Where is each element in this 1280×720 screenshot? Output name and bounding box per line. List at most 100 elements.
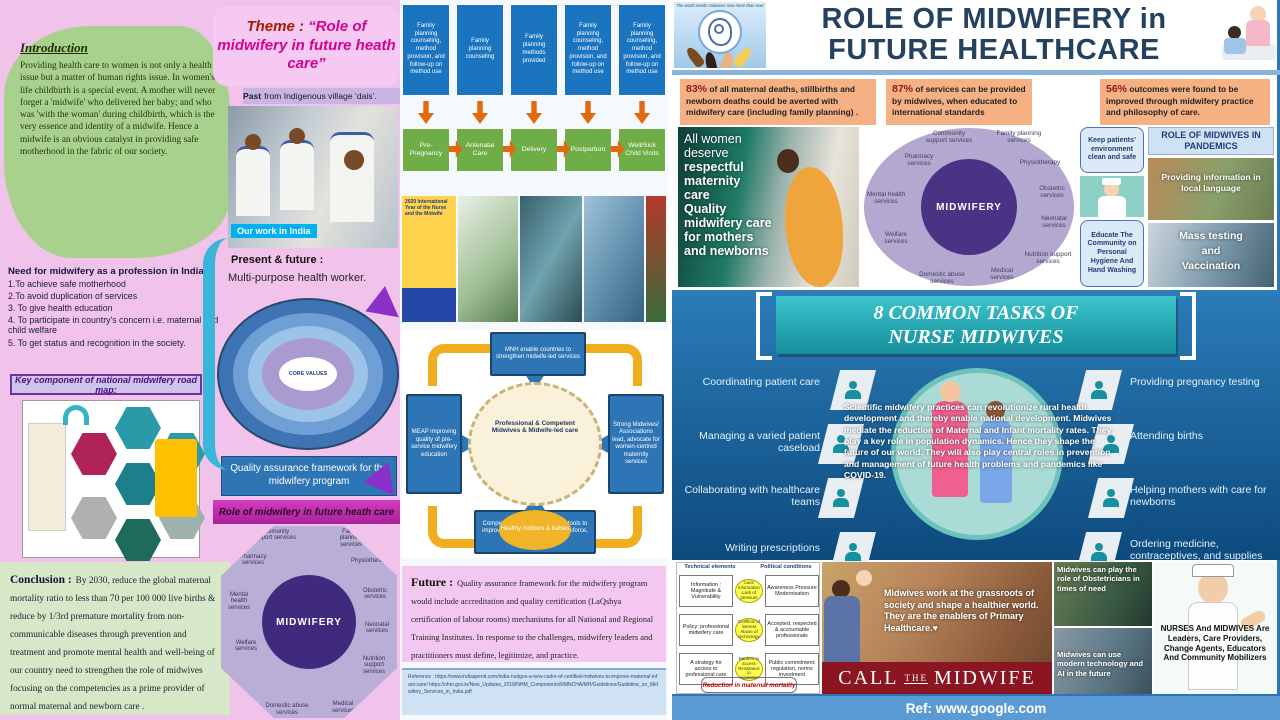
wheel-label: Neonatal services — [364, 622, 390, 635]
need-section: Need for midwifery as a profession in In… — [8, 266, 228, 348]
mother-figure-icon — [708, 18, 732, 46]
poster-title-line2: FUTURE HEALTHCARE — [828, 34, 1160, 67]
figure-shape — [245, 134, 261, 150]
need-item: 4. To participate in country's concern i… — [8, 315, 219, 336]
strip-photo — [520, 196, 582, 322]
tasks-section: 8 COMMON TASKS OF NURSE MIDWIVES Scienti… — [672, 290, 1280, 572]
tasks-banner: 8 COMMON TASKS OF NURSE MIDWIVES — [776, 296, 1176, 354]
nurse-body-shape — [1246, 20, 1270, 46]
wheel-label: Medical services — [990, 266, 1014, 281]
technology-card: Midwives can use modern technology and A… — [1054, 628, 1152, 694]
call-overlay-text: Midwives work at the grassroots of socie… — [884, 588, 1039, 634]
logo-globe-icon — [698, 10, 742, 54]
nurse-body-shape — [1188, 602, 1238, 690]
logo-motto-text: The world needs midwives now more than e… — [676, 3, 764, 8]
nurse-head-shape — [1250, 6, 1266, 22]
nurse-illustration — [1080, 176, 1144, 217]
nurse-head-shape — [1104, 182, 1119, 197]
future-section: Future : Quality assurance framework for… — [402, 566, 666, 662]
figure-head-shape — [856, 570, 872, 586]
poster-title: ROLE OF MIDWIFERY in FUTURE HEALTHCARE — [770, 3, 1218, 67]
stat-text: of all maternal deaths, stillbirths and … — [686, 84, 859, 117]
wheel-label: Domestic abuse services — [265, 703, 309, 716]
maternity-overlay-line: respectful — [684, 160, 744, 174]
midwife-figure-shape — [980, 419, 1012, 503]
hand-icon — [732, 45, 754, 68]
cycle-center: Professional & Competent Midwives & Midw… — [468, 382, 602, 506]
task-label: Coordinating patient care — [702, 376, 820, 388]
figure-shape — [236, 146, 270, 216]
pandemics-title: ROLE OF MIDWIVES IN PANDEMICS — [1148, 127, 1274, 155]
figure-body-shape — [824, 596, 860, 662]
pandemic-caption: Mass testing and Vaccination — [1148, 229, 1274, 275]
reference-strip: Reference : https://www.indiaspend.com/i… — [402, 668, 666, 715]
factors-header-left: Technical elements — [684, 564, 736, 570]
maternity-overlay-line: for mothers — [684, 230, 754, 244]
flow-box: Family planning counseling, method provi… — [618, 4, 666, 96]
figure-shape — [280, 140, 314, 210]
roadmap-title: Key component of national midwifery road… — [10, 374, 202, 395]
stat-percent: 83% — [686, 83, 708, 95]
strip-photo — [458, 196, 518, 322]
figure-shape — [330, 132, 374, 222]
pandemic-photo-testing: Mass testing and Vaccination — [1148, 223, 1274, 287]
wheel-label: Nutrition support services — [1024, 250, 1072, 265]
tasks-title-line2: NURSE MIDWIVES — [888, 326, 1064, 348]
hand-icon — [684, 45, 706, 68]
patient-head-shape — [1228, 26, 1241, 39]
strip-photo — [584, 196, 644, 322]
hexagon-shape — [71, 433, 117, 475]
flow-box: Family planning counseling — [456, 4, 504, 96]
caption-line: Mass testing — [1179, 230, 1243, 242]
stage-box: Well/Sick Child Visits — [618, 128, 666, 172]
wheel-label: Family planning services — [339, 529, 363, 548]
strip-caption: 2020 International Year of the Nurse and… — [405, 199, 448, 217]
need-item: 1.To achieve safe motherhood — [8, 279, 126, 289]
obstetrician-card: Midwives can play the role of Obstetrici… — [1054, 562, 1152, 626]
call-the-midwife-banner: CALL THE MIDWIFE — [822, 662, 1052, 694]
caption-line: Vaccination — [1181, 260, 1241, 273]
introduction-title: Introduction — [20, 40, 88, 55]
nurse-bedside-illustration — [1220, 4, 1278, 66]
pandemic-photo-information: Providing information in local language — [1148, 158, 1274, 220]
hexagon-shape — [115, 519, 161, 561]
stat-text: of services can be provided by midwives,… — [892, 84, 1026, 117]
figure-shape — [289, 128, 305, 144]
cycle-center-inner: Healthy mothers & babies — [499, 510, 571, 550]
card-caption: Midwives can play the role of Obstetrici… — [1057, 565, 1140, 593]
stat-box: 83% of all maternal deaths, stillbirths … — [680, 79, 876, 125]
flow-box: Family planning methods provided — [510, 4, 558, 96]
task-label: Attending births — [1130, 430, 1203, 442]
factors-diagram: Technical elements Political conditions … — [676, 562, 820, 694]
wheel-label: Community support services — [252, 529, 296, 542]
strip-footer-shape — [402, 288, 456, 322]
past-rest: from Indigenous village ‘dais’. — [264, 91, 377, 101]
stat-box: 56% outcomes were found to be improved t… — [1100, 79, 1270, 125]
nurses-note: NURSES And MIDWIVES Are Leaders, Care Pr… — [1160, 624, 1270, 663]
qa-framework-box: Quality assurance framework for the midw… — [221, 456, 397, 496]
midwives-logo: The world needs midwives now more than e… — [674, 2, 766, 68]
midwifery-center-label: MIDWIFERY — [921, 159, 1017, 255]
wheel-label: Physiotherapy — [1019, 159, 1061, 166]
sari-figure-shape — [785, 167, 843, 287]
bracket-icon — [756, 292, 772, 360]
roadmap-outcome-box — [155, 439, 197, 517]
stage-box: Antenatal Care — [456, 128, 504, 172]
right-poster: The world needs midwives now more than e… — [672, 0, 1280, 720]
wheel-label: Family planning services — [996, 130, 1042, 145]
maternity-overlay-line: midwifery care — [684, 216, 772, 230]
figure-shape — [344, 150, 364, 170]
maternity-overlay-line: and newborns — [684, 244, 769, 258]
present-future-text: Multi-purpose health worker. — [228, 272, 367, 284]
task-label: Providing pregnancy testing — [1130, 376, 1260, 388]
wheel-label: Obstetric services — [1039, 185, 1065, 200]
baby-figure-icon — [714, 24, 724, 34]
wheel-label: Welfare services — [884, 231, 908, 246]
cycle-box-top: MNH enable countries to strengthen midwi… — [490, 332, 586, 376]
need-item: 2.To avoid duplication of services — [8, 291, 138, 302]
theme-banner: Theme : “Role of midwifery in future hea… — [213, 6, 400, 86]
factors-outcome-box: Reduction in maternal mortality — [701, 677, 797, 693]
corner-arrow-icon — [428, 344, 492, 386]
future-body: Quality assurance framework for the midw… — [411, 579, 654, 660]
